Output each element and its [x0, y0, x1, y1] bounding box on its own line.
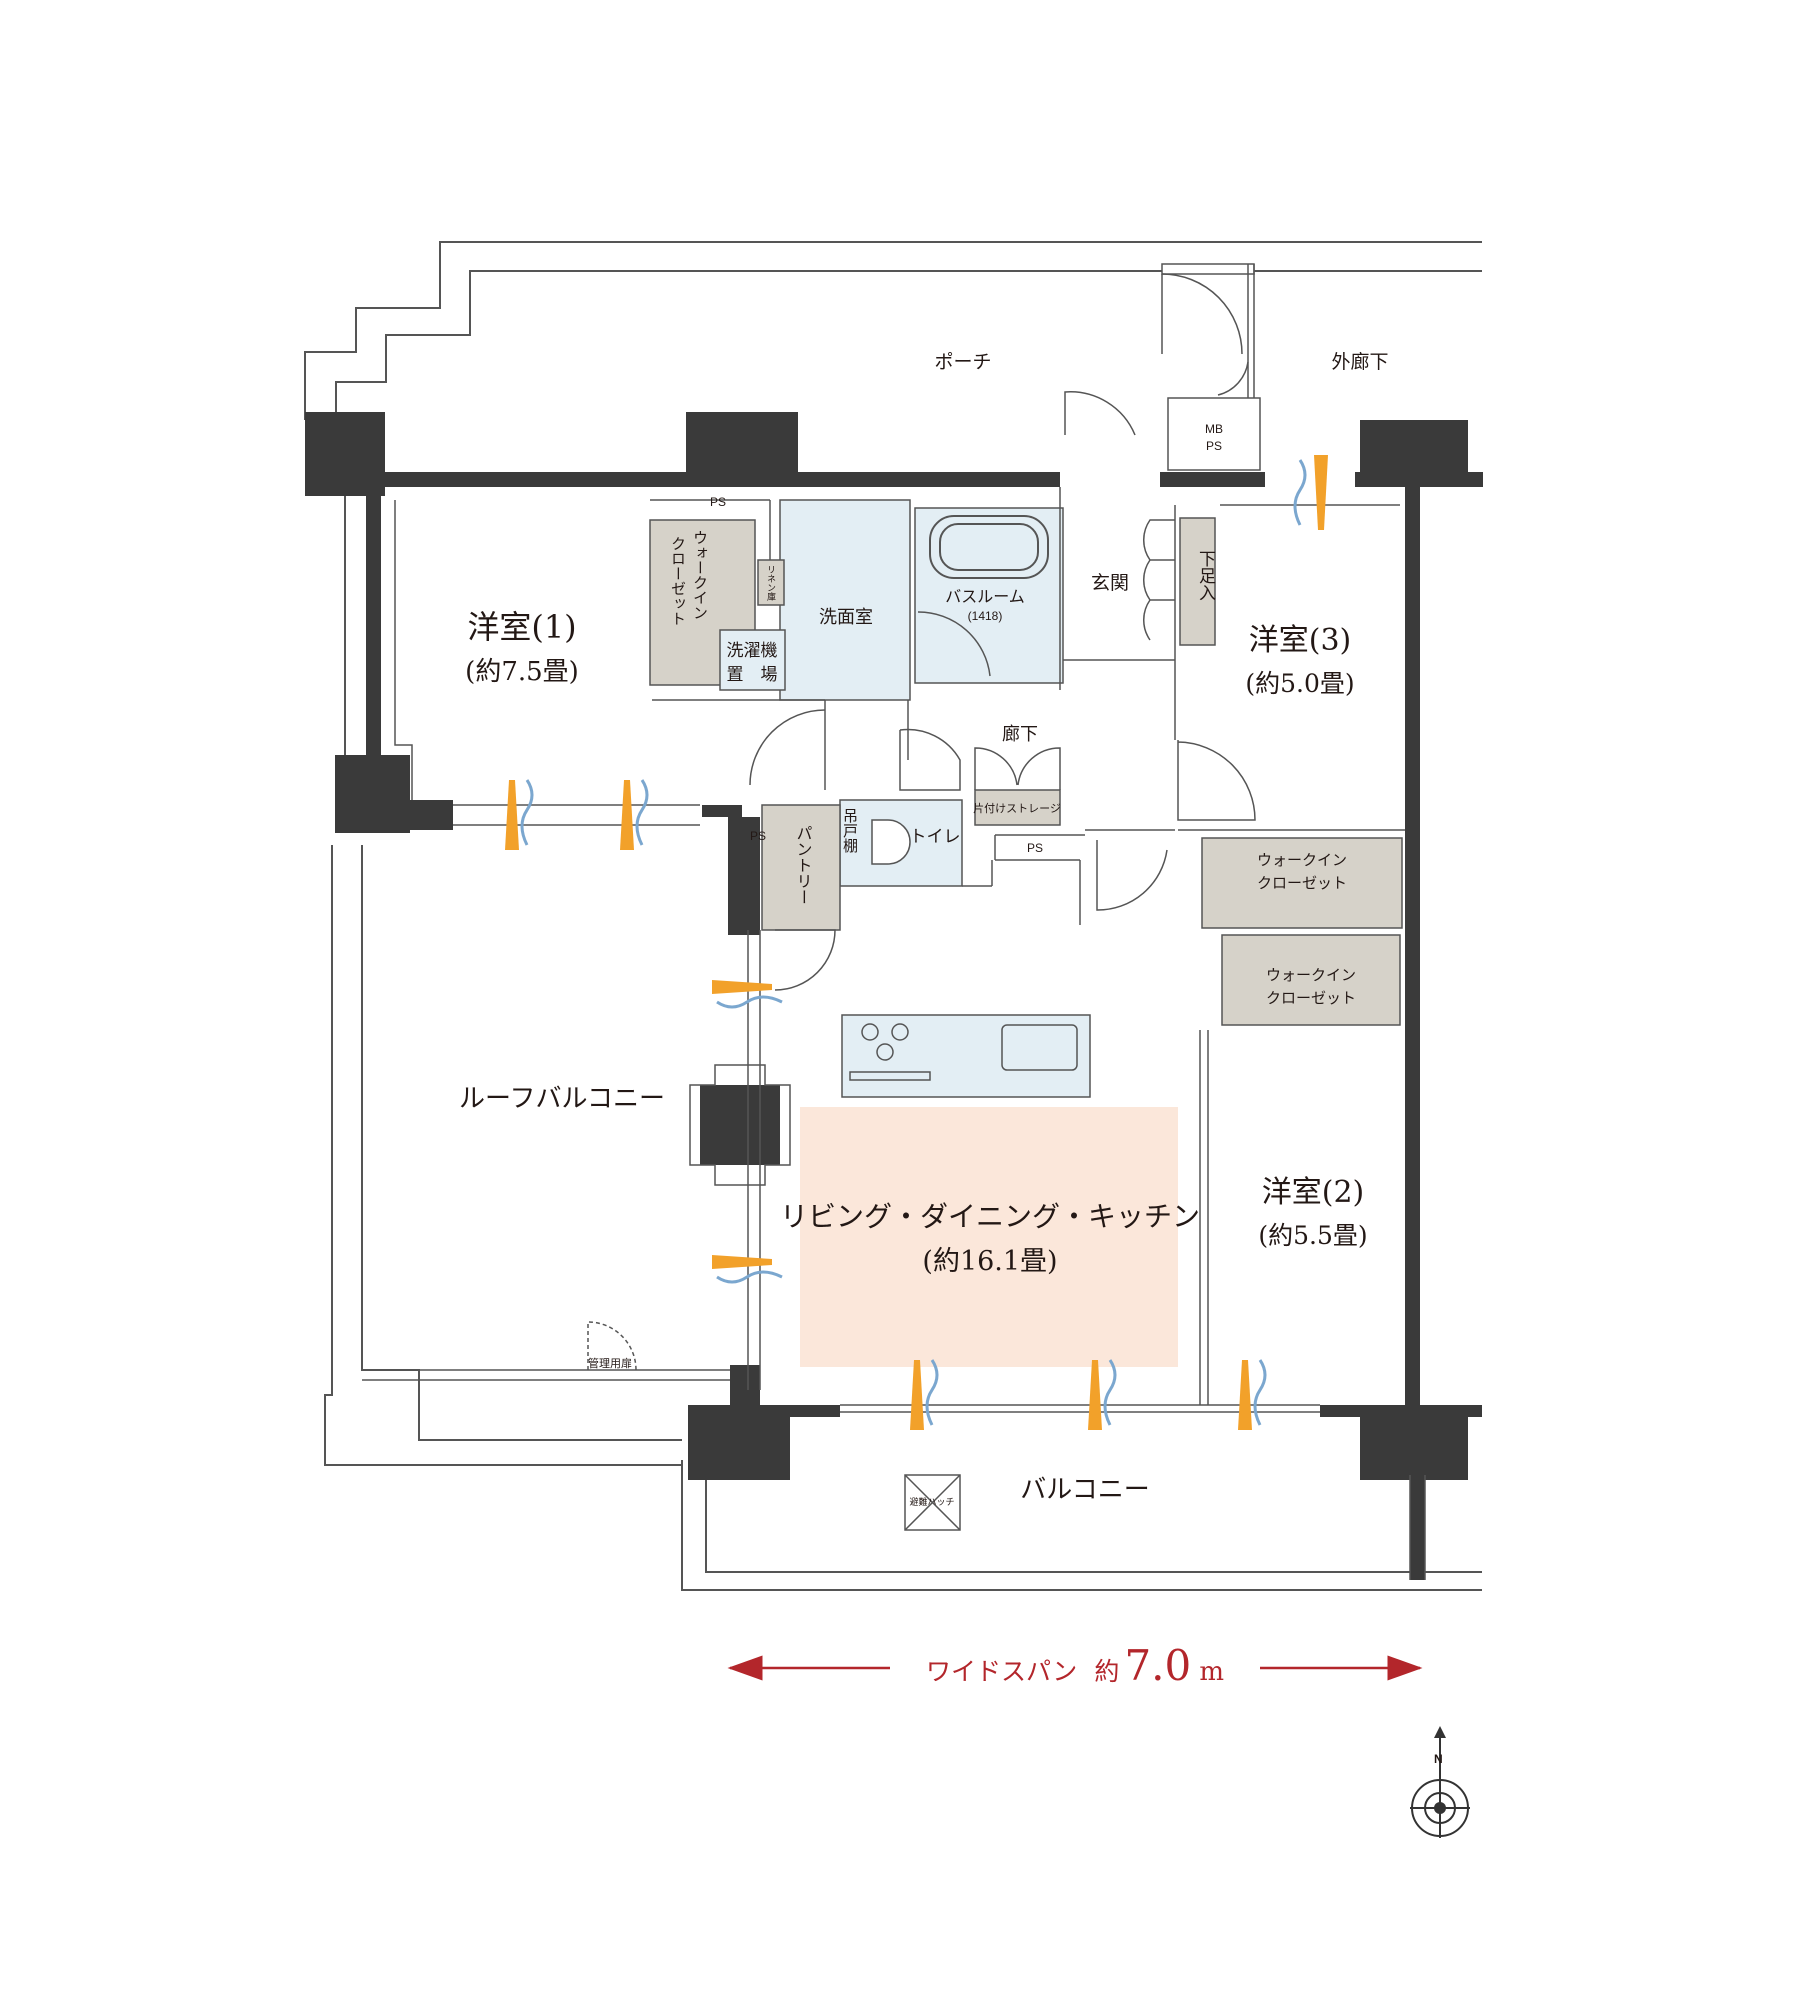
- wic1-label-a: ウォークイン: [691, 530, 709, 620]
- vent-icon: [910, 1359, 939, 1430]
- kitchen-counter: [841, 1014, 1091, 1098]
- toilet-bowl-icon: [871, 819, 911, 865]
- roof-balcony-label: ルーフバルコニー: [459, 1084, 665, 1114]
- compass-icon: N: [1410, 1726, 1470, 1838]
- vent-icon: [1088, 1359, 1117, 1430]
- span-prefix: 約: [1094, 1657, 1119, 1686]
- ldk-label: リビング・ダイニング・キッチン: [780, 1200, 1200, 1233]
- wic3-fill: [1221, 934, 1401, 1026]
- hallway-label: 廊下: [1002, 724, 1038, 745]
- linen-fill: [757, 559, 785, 606]
- balcony-label: バルコニー: [1020, 1475, 1149, 1505]
- bath-door: [917, 611, 991, 677]
- svg-text:ワイドスパン 約 7.0: ワイドスパン 約 7.0 m: [926, 1641, 1224, 1690]
- ps-top-label: PS: [710, 495, 726, 509]
- ldk-size: (約16.1畳): [922, 1246, 1057, 1277]
- vent-icon: [1238, 1359, 1267, 1430]
- vent-icon: [1293, 455, 1328, 530]
- shoe-label: 下足入: [1195, 550, 1216, 601]
- hanging-shelf-label: 吊戸棚: [841, 808, 859, 853]
- ldk-fill: [800, 1107, 1178, 1367]
- ps-hall-label: PS: [1027, 841, 1043, 855]
- wic1-label-b: クローゼット: [669, 536, 687, 626]
- western3-size: (約5.0畳): [1245, 669, 1354, 698]
- laundry-label-a: 洗濯機: [727, 641, 778, 661]
- entrance-label: 玄関: [1091, 572, 1129, 594]
- bathtub: [929, 515, 1049, 579]
- pantry-label: パントリー: [794, 825, 813, 905]
- span-value: 7.0: [1124, 1641, 1191, 1690]
- shoe-fill: [1179, 517, 1216, 646]
- bathroom-label: バスルーム: [945, 587, 1025, 606]
- structural-walls: [305, 412, 1483, 1580]
- western1-label: 洋室(1): [467, 608, 576, 646]
- toilet-label: トイレ: [910, 827, 961, 847]
- washroom-fill: [779, 499, 911, 701]
- pantry-fill: [761, 804, 841, 931]
- porch-doors: [1064, 263, 1261, 471]
- ps-pantry-label: PS: [750, 829, 766, 843]
- linen-label: リネン庫: [766, 565, 776, 602]
- wic2-label-b: クローゼット: [1257, 874, 1347, 892]
- mbps-label-2: PS: [1206, 439, 1222, 453]
- span-dimension: ワイドスパン 約 7.0 m: [727, 1641, 1423, 1690]
- porch-label: ポーチ: [934, 351, 991, 373]
- vent-icon: [712, 980, 783, 1009]
- wic3-label-b: クローゼット: [1266, 989, 1356, 1007]
- western1-size: (約7.5畳): [465, 657, 579, 687]
- wic2-label-a: ウォークイン: [1257, 851, 1347, 869]
- span-label: ワイドスパン: [926, 1657, 1077, 1686]
- western3-label: 洋室(3): [1249, 623, 1352, 658]
- outer-corridor-label: 外廊下: [1331, 351, 1388, 373]
- western2-size: (約5.5畳): [1258, 1221, 1367, 1250]
- ventilation-icons: [505, 455, 1328, 1430]
- stove-icon: [849, 1023, 1078, 1081]
- wic2-fill: [1201, 837, 1403, 929]
- mgmt-door-label: 管理用扉: [588, 1356, 632, 1370]
- room-fills: [649, 499, 1403, 1367]
- central-pillar-outline: [689, 1064, 791, 1186]
- hatch-label: 避難ハッチ: [909, 1496, 954, 1507]
- span-unit: m: [1199, 1657, 1224, 1687]
- laundry-label-b: 置 場: [727, 665, 778, 685]
- compass-north-label: N: [1434, 1752, 1443, 1766]
- wic3-label-a: ウォークイン: [1266, 966, 1356, 984]
- storage-label: 片付けストレージ: [973, 802, 1061, 815]
- vent-icon: [505, 779, 534, 850]
- mbps-label-1: MB: [1205, 422, 1223, 436]
- laundry-fill: [719, 629, 786, 691]
- washroom-label: 洗面室: [819, 607, 873, 628]
- vent-icon: [712, 1255, 783, 1284]
- vent-icon: [620, 779, 649, 850]
- storage-fill: [974, 789, 1061, 826]
- western2-label: 洋室(2): [1262, 1175, 1365, 1210]
- bathroom-size: (1418): [968, 609, 1003, 623]
